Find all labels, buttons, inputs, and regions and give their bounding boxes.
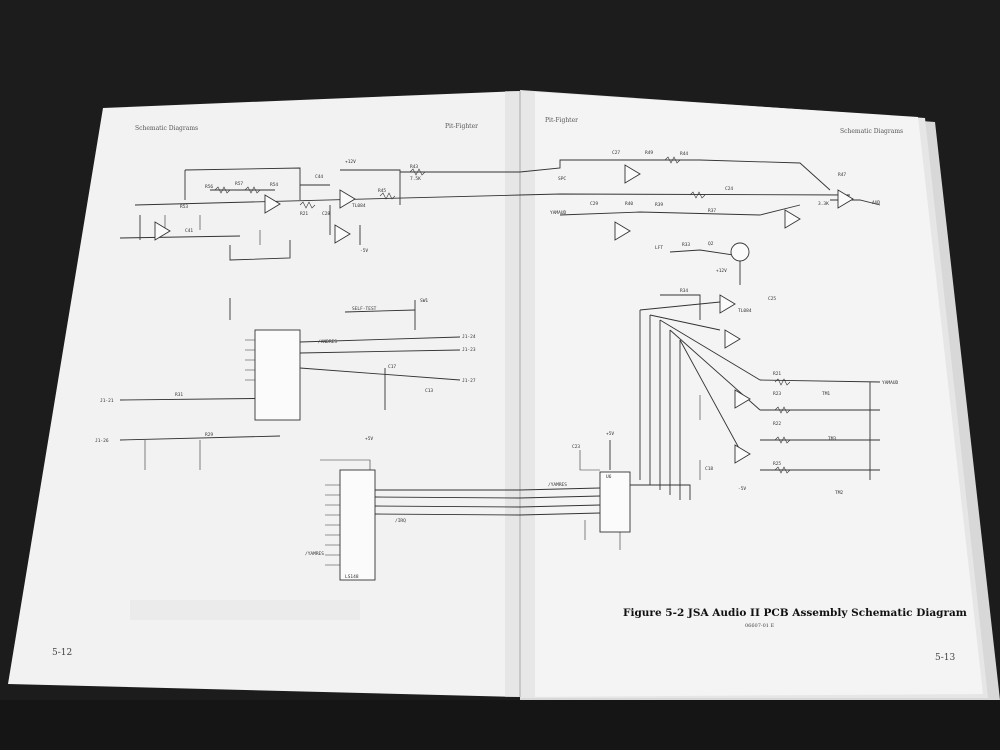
- label-lft: LFT: [655, 245, 663, 251]
- label-r54: R54: [270, 182, 278, 188]
- transistor-q2: [730, 242, 750, 262]
- label-r23: R23: [773, 391, 781, 397]
- label-plus5v: +5V: [365, 436, 373, 442]
- label-u6: U6: [606, 474, 612, 480]
- label-minus5v: -5V: [360, 248, 368, 254]
- label-c41: C41: [185, 228, 193, 234]
- label-c25: C25: [768, 296, 776, 302]
- label-r25: R25: [773, 461, 781, 467]
- label-j1-27: J1-27: [462, 378, 476, 384]
- label-r47: R47: [838, 172, 846, 178]
- figure-subcaption: 06607-01 E: [745, 623, 775, 629]
- label-tm1: TM1: [822, 391, 830, 397]
- label-r21: R21: [300, 211, 308, 217]
- label-tl084-right: TL084: [738, 308, 752, 314]
- label-r22: R22: [773, 421, 781, 427]
- right-page: [520, 91, 983, 697]
- left-page-number: 5-12: [52, 648, 72, 658]
- label-tl084-a: TL084: [352, 203, 366, 209]
- label-c44: C44: [315, 174, 323, 180]
- label-minus5v-right: -5V: [738, 486, 746, 492]
- label-r57: R57: [235, 181, 243, 187]
- chip-left-lower: [339, 469, 376, 581]
- label-c24: C24: [725, 186, 733, 192]
- label-yamres-right: /YAMRES: [548, 482, 567, 488]
- right-page-number: 5-13: [935, 653, 955, 663]
- label-tm2: TM2: [835, 490, 843, 496]
- label-r43: R43: [410, 164, 418, 170]
- left-schematic: R53 C41 R56 R57 R54 +12V R43 7.5K R45 C4…: [95, 159, 521, 581]
- label-r31: R31: [175, 392, 183, 398]
- label-ls148: LS148: [345, 574, 359, 580]
- label-c18: C18: [705, 466, 713, 472]
- label-plus12v-right: +12V: [716, 268, 727, 274]
- label-aud: AUD: [872, 200, 880, 206]
- label-yamaud-left: YAMAUD: [550, 210, 567, 216]
- label-r34: R34: [680, 288, 688, 294]
- label-c23: C23: [572, 444, 580, 450]
- label-r40: R40: [625, 201, 633, 207]
- chip-right-u6: [599, 471, 631, 533]
- label-c29: C29: [590, 201, 598, 207]
- label-r39: R39: [655, 202, 663, 208]
- label-r21-right: R21: [773, 371, 781, 377]
- label-r49: R49: [645, 150, 653, 156]
- label-sw1: SW1: [420, 298, 428, 304]
- left-header-left: Schematic Diagrams: [135, 125, 198, 132]
- label-yamres: /YAMRES: [305, 551, 324, 557]
- label-r33: R33: [682, 242, 690, 248]
- bottom-shadow: [0, 700, 1000, 750]
- label-c27: C27: [612, 150, 620, 156]
- label-j1-24: J1-24: [462, 334, 476, 340]
- right-header-left: Pit-Fighter: [545, 117, 578, 124]
- label-plus12v: +12V: [345, 159, 356, 165]
- label-r37: R37: [708, 208, 716, 214]
- label-q2: Q2: [708, 241, 714, 247]
- chip-left-upper: [254, 329, 301, 421]
- label-r45: R45: [378, 188, 386, 194]
- label-andres: /ANDRES: [318, 339, 337, 345]
- show-through-ghost: [130, 600, 360, 620]
- right-header-right: Schematic Diagrams: [840, 128, 903, 135]
- label-yamaud-right: YAMAUD: [882, 380, 899, 386]
- label-r44: R44: [680, 151, 688, 157]
- label-r29: R29: [205, 432, 213, 438]
- label-c13: C13: [425, 388, 433, 394]
- label-self-test: SELF-TEST: [352, 306, 377, 312]
- label-tm3: TM3: [828, 436, 836, 442]
- figure-caption: Figure 5-2 JSA Audio II PCB Assembly Sch…: [623, 607, 967, 619]
- label-j1-23: J1-23: [462, 347, 476, 353]
- label-r53: R53: [180, 204, 188, 210]
- label-spc: SPC: [558, 176, 566, 182]
- label-c28: C28: [322, 211, 330, 217]
- label-r56: R56: [205, 184, 213, 190]
- label-j1-26: J1-26: [95, 438, 109, 444]
- right-schematic: C27 R49 R44 C29 R40 R39 C24 YAMAUD R37 L…: [519, 150, 899, 550]
- label-3-3k: 3.3K: [818, 201, 829, 207]
- label-irq: /IRQ: [395, 518, 406, 524]
- label-c17: C17: [388, 364, 396, 370]
- label-j1-21: J1-21: [100, 398, 114, 404]
- label-7-5k: 7.5K: [410, 176, 421, 182]
- label-plus5v-right: +5V: [606, 431, 614, 437]
- left-header-right: Pit-Fighter: [445, 123, 478, 130]
